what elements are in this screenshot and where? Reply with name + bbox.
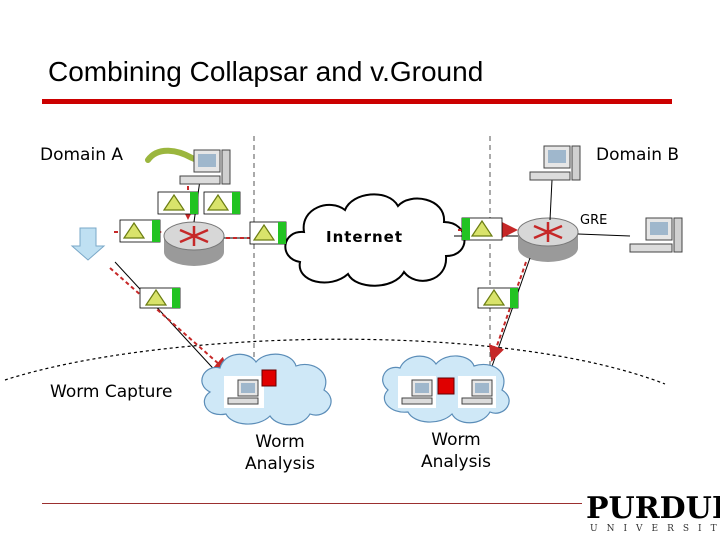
domain-a-label: Domain A (40, 145, 123, 165)
logo-subtitle: UNIVERSITY (590, 524, 720, 534)
worm-analysis-label-right: Worm Analysis (420, 430, 492, 472)
packet-token (203, 191, 241, 215)
packet-token (477, 287, 519, 309)
worm-analysis-label-left: Worm Analysis (244, 432, 316, 474)
footer-rule (42, 503, 582, 504)
computer-icon (179, 149, 231, 185)
internet-label: Internet (326, 228, 404, 246)
computer-icon (629, 217, 683, 253)
worm-analysis-cloud-right (382, 355, 510, 424)
purdue-logo: PURDUE UNIVERSITY (586, 491, 720, 538)
worm-analysis-cloud-left (201, 353, 332, 426)
worm-marker (261, 369, 277, 387)
worm-marker (437, 377, 455, 395)
router-domain-b (517, 217, 579, 262)
internet-cloud (284, 193, 466, 287)
logo-wordmark: PURDUE (586, 491, 720, 526)
gre-label: GRE (580, 213, 608, 228)
router-domain-a (163, 221, 225, 266)
collapsar-boundary-arc (4, 338, 666, 385)
title-underline (42, 99, 672, 104)
packet-token (249, 221, 287, 245)
page-title: Combining Collapsar and v.Ground (48, 56, 484, 87)
worm-capture-label: Worm Capture (50, 382, 173, 402)
packet-token (157, 191, 199, 215)
computer-icon (529, 145, 581, 181)
down-arrow-icon (70, 227, 106, 261)
packet-token (461, 217, 503, 241)
packet-token (139, 287, 181, 309)
packet-token (119, 219, 161, 243)
domain-b-label: Domain B (596, 145, 680, 165)
